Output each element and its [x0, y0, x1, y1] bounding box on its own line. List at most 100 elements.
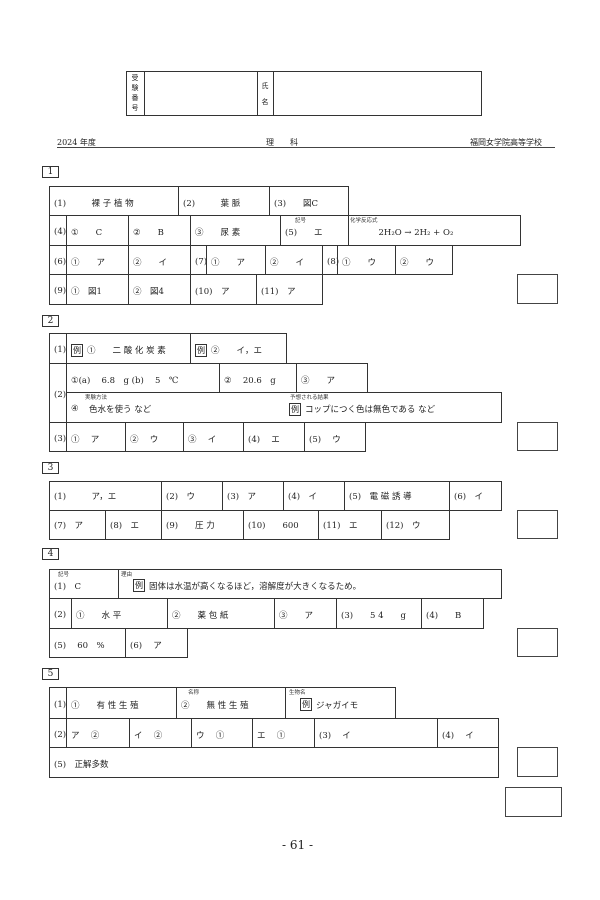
answer-text: (4) B: [426, 611, 462, 621]
answer-text: (1) ア，エ: [54, 492, 117, 502]
answer-text: 固体は水温が高くなるほど，溶解度が大きくなるため。: [149, 581, 362, 592]
school-name: 福岡女学院高等学校: [470, 138, 542, 147]
answer-text: ② 図4: [133, 287, 164, 297]
section-number-s1: 1: [42, 166, 59, 178]
answer-cell: ③ ア: [274, 598, 337, 629]
answer-text: (11) エ: [323, 521, 358, 531]
score-box-s4[interactable]: [517, 628, 558, 657]
answer-text: ジャガイモ: [316, 700, 359, 711]
answer-text: ③ ア: [279, 611, 314, 621]
answer-text: (2): [54, 610, 67, 620]
answer-text: イ ②: [134, 730, 163, 741]
score-box-s2[interactable]: [517, 422, 558, 451]
answer-text: (4) エ: [248, 434, 280, 445]
answer-cell: ①(a) 6.8 g (b) 5 ℃: [66, 363, 220, 393]
field-caption: 化学反応式: [350, 218, 378, 224]
example-mark: 例: [289, 402, 301, 416]
answer-text: (5) ウ: [309, 434, 341, 445]
answer-text: 2H₂O → 2H₂ + O₂: [353, 228, 454, 238]
answer-cell: ② イ: [265, 245, 323, 275]
answer-cell: ① 水 平: [71, 598, 168, 629]
answer-text: (9) 圧 力: [166, 521, 215, 531]
answer-cell: (9): [49, 274, 67, 305]
example-mark: 例: [300, 698, 312, 711]
answer-text: (10) 600: [248, 521, 299, 531]
answer-text: (6) ア: [130, 640, 162, 651]
answer-text: ① 水 平: [76, 611, 122, 621]
exam-number-field[interactable]: [144, 71, 258, 116]
answer-text: (10) ア: [195, 287, 230, 297]
answer-text: ① 図1: [71, 287, 102, 297]
score-box-s5[interactable]: [517, 747, 558, 777]
answer-cell: ① ア: [66, 422, 126, 452]
answer-cell: (1) ア，エ: [49, 481, 162, 511]
name-field[interactable]: [273, 71, 482, 116]
answer-cell: (4) イ: [283, 481, 345, 511]
total-score-box[interactable]: [505, 787, 562, 817]
answer-text: ①(a) 6.8 g (b) 5 ℃: [71, 375, 179, 386]
answer-text: ② イ，エ: [211, 346, 263, 356]
answer-cell: ① ア: [66, 245, 129, 275]
answer-cell: (5) エ: [280, 215, 349, 246]
field-caption: 予想される結果: [290, 395, 329, 401]
answer-cell: (7): [190, 245, 207, 275]
answer-text: ① ア: [71, 257, 106, 268]
answer-cell: イ ②: [129, 718, 192, 748]
answer-text: (5) エ: [285, 228, 323, 238]
answer-cell: ② イ: [128, 245, 191, 275]
answer-cell: (5) 正解多数: [49, 747, 499, 778]
answer-cell: (5) 60 %: [49, 628, 126, 658]
answer-text: (9): [54, 286, 67, 296]
score-box-s1[interactable]: [517, 274, 558, 304]
answer-text: (2): [54, 729, 67, 740]
answer-cell: (11) エ: [318, 510, 382, 540]
answer-text: (8): [327, 256, 340, 267]
answer-cell: エ ①: [252, 718, 315, 748]
section-number-s4: 4: [42, 548, 59, 560]
answer-text: ② B: [133, 228, 164, 238]
answer-cell: ① ウ: [337, 245, 396, 275]
answer-cell: 例固体は水温が高くなるほど，溶解度が大きくなるため。: [118, 569, 502, 599]
answer-text: (7): [195, 256, 208, 267]
answer-text: ① C: [71, 228, 103, 238]
answer-cell: (7) ア: [49, 510, 106, 540]
answer-cell: (10) ア: [190, 274, 257, 305]
answer-text: (2) 葉 脈: [183, 198, 241, 209]
answer-text: (5) 電 磁 誘 導: [349, 492, 412, 502]
answer-text: ② 20.6 g: [224, 375, 276, 386]
answer-cell: (1): [49, 687, 67, 719]
answer-cell: ② B: [128, 215, 191, 246]
section-number-s3: 3: [42, 462, 59, 474]
field-caption: 記号: [58, 572, 70, 578]
answer-text: (4): [54, 227, 67, 237]
answer-text: ① ウ: [342, 257, 377, 268]
answer-text: (7) ア: [54, 521, 84, 531]
answer-text: (6) イ: [454, 492, 484, 502]
answer-cell: 色水を使う など: [85, 392, 286, 423]
field-caption: 記号: [295, 218, 307, 224]
answer-text: (4) イ: [288, 492, 318, 502]
field-caption: 名称: [188, 690, 200, 696]
field-caption: 生物名: [289, 690, 306, 696]
section-number-s2: 2: [42, 315, 59, 327]
answer-text: (8) エ: [110, 521, 140, 531]
answer-cell: ④: [66, 392, 86, 423]
answer-text: ア ②: [71, 730, 100, 741]
page-number: - 61 -: [282, 838, 314, 852]
answer-cell: (10) 600: [243, 510, 319, 540]
answer-text: ① 二 酸 化 炭 素: [87, 346, 166, 356]
answer-cell: (6) ア: [125, 628, 188, 658]
year-label: 2024 年度: [57, 138, 96, 147]
answer-cell: (2): [49, 718, 67, 748]
score-box-s3[interactable]: [517, 510, 558, 539]
answer-text: (3) ア: [227, 492, 257, 502]
answer-text: ② 薬 包 紙: [172, 611, 229, 621]
answer-text: (11) ア: [261, 287, 296, 297]
answer-cell: (3) イ: [314, 718, 438, 748]
answer-cell: (6) イ: [449, 481, 502, 511]
answer-cell: (3) 5 4 g: [336, 598, 422, 629]
answer-text: ② イ: [133, 257, 168, 268]
example-mark: 例: [195, 343, 207, 357]
answer-text: 色水を使う など: [89, 405, 152, 415]
